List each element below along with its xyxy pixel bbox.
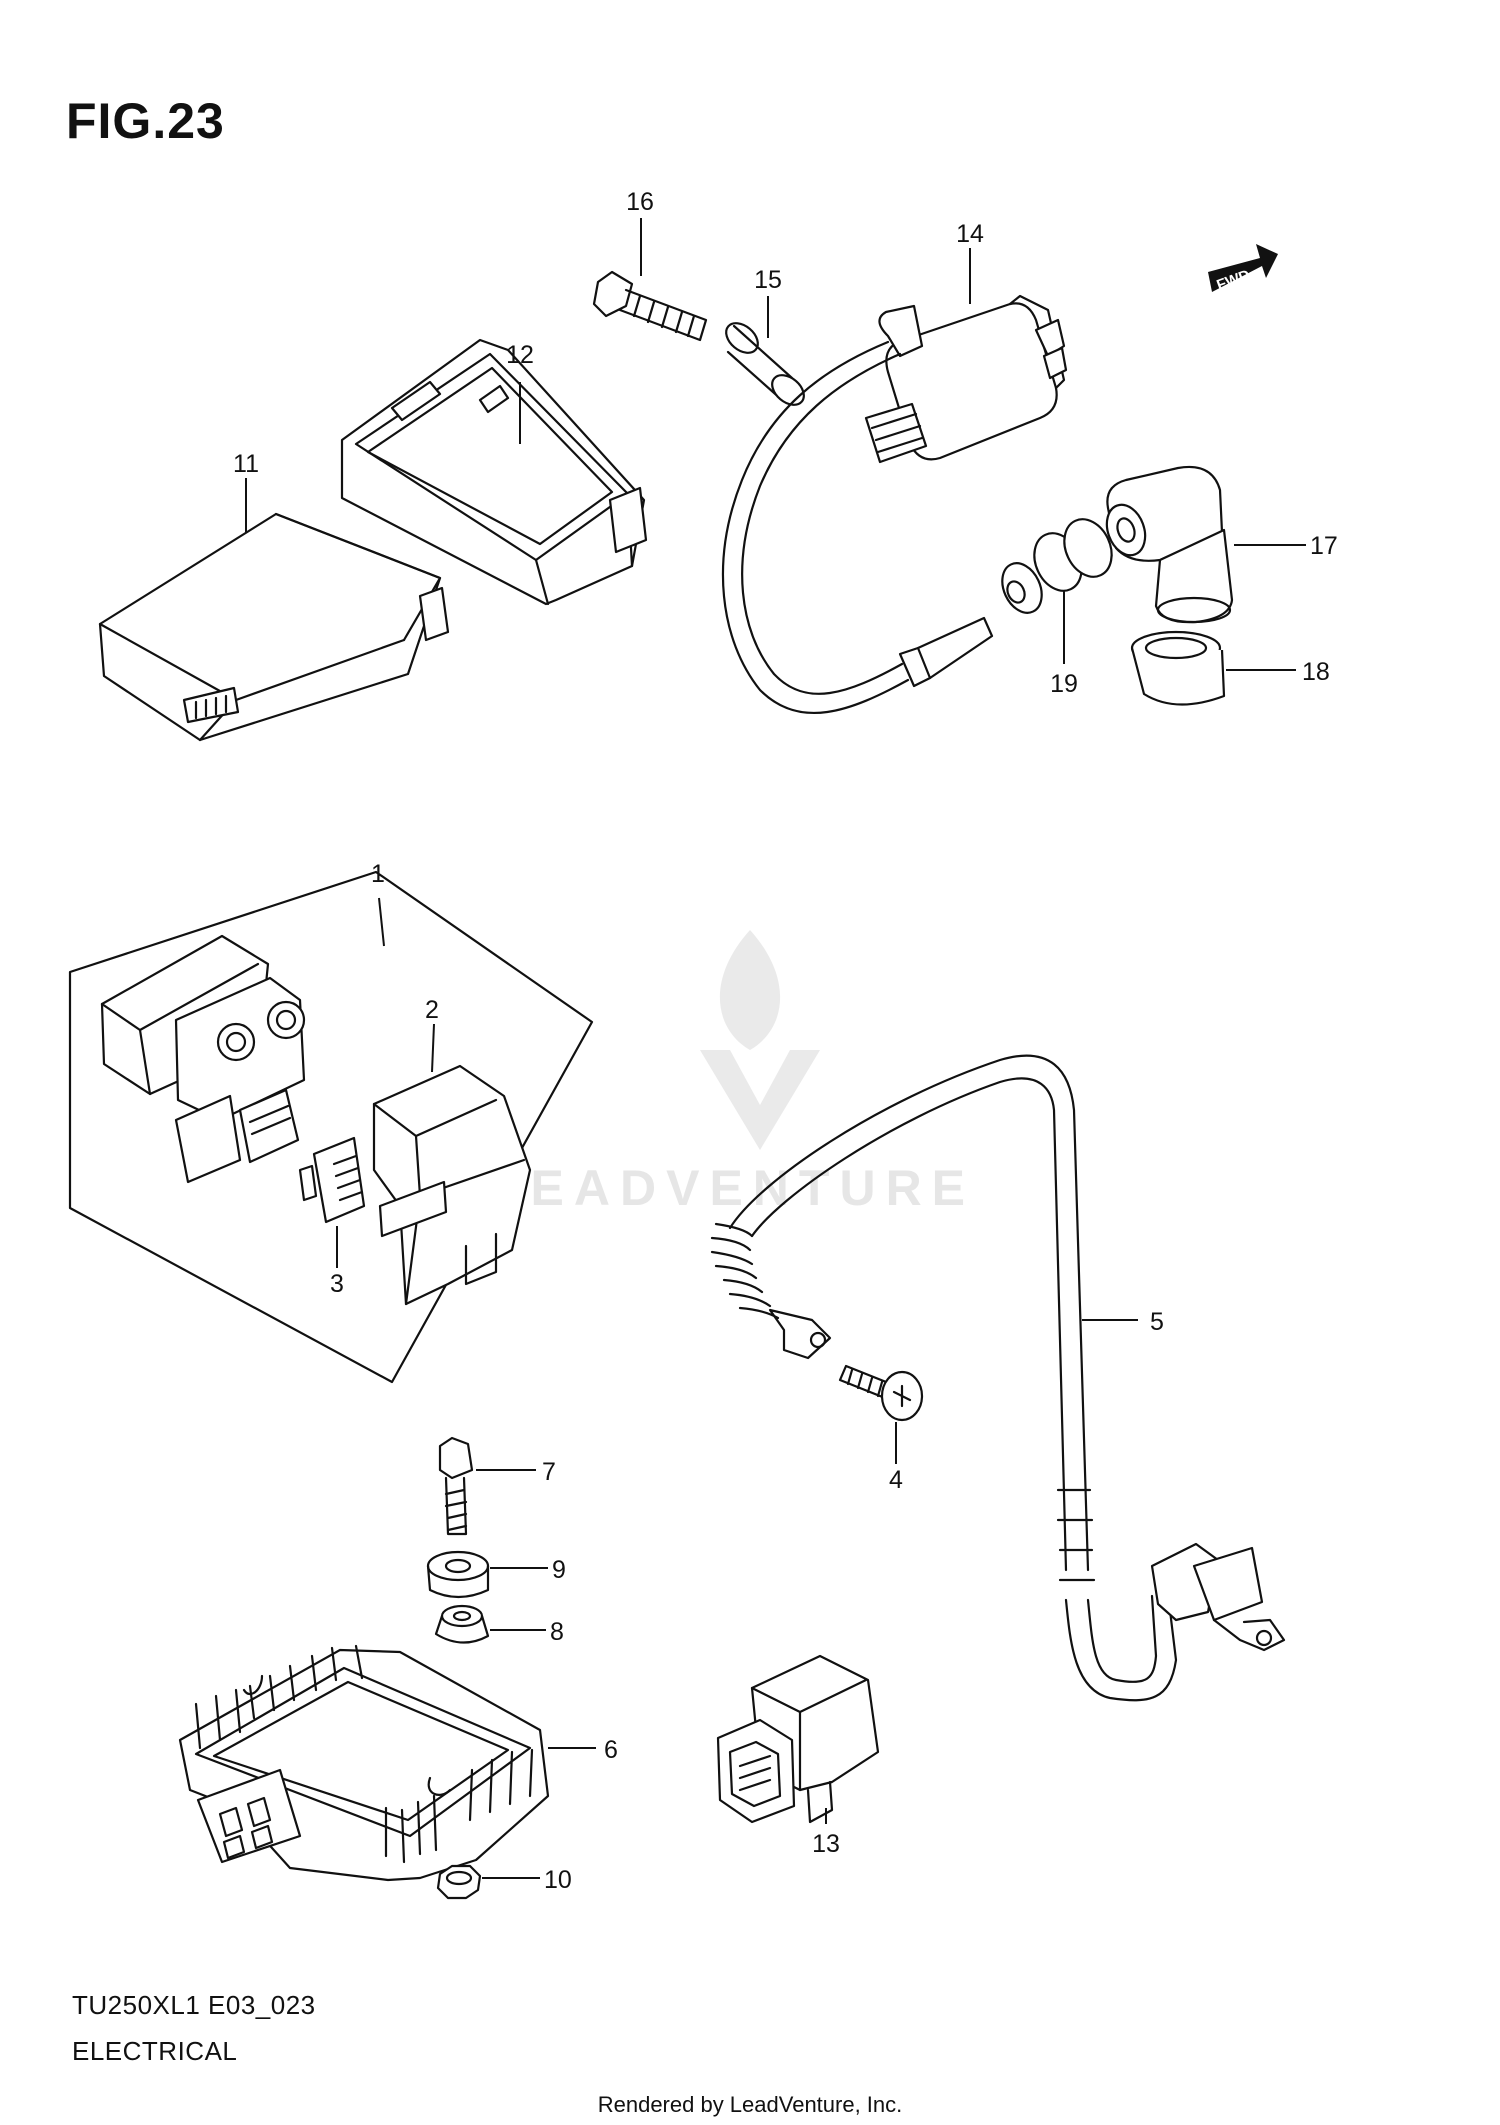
part-14-ignition-coil bbox=[864, 294, 1068, 464]
callout-19: 19 bbox=[1050, 670, 1078, 698]
rendered-by-credit: Rendered by LeadVenture, Inc. bbox=[597, 2092, 903, 2117]
part-4-screw bbox=[838, 1364, 924, 1422]
part-8-collar bbox=[434, 1604, 490, 1644]
part-18-cover bbox=[1130, 630, 1226, 706]
part-11-ecm bbox=[98, 512, 450, 742]
part-9-grommet bbox=[426, 1550, 490, 1599]
watermark-logo: LEADVENTURE bbox=[490, 930, 975, 1216]
callout-1: 1 bbox=[371, 860, 385, 888]
part-7-bolt bbox=[438, 1436, 474, 1536]
model-code: TU250XL1 E03_023 bbox=[72, 1990, 316, 2020]
part-19-grommet bbox=[1001, 518, 1113, 614]
part-12-case bbox=[340, 338, 648, 606]
callout-11: 11 bbox=[233, 450, 259, 478]
part-16-bolt bbox=[592, 270, 708, 342]
callout-16: 16 bbox=[626, 188, 654, 216]
callout-5: 5 bbox=[1150, 1308, 1164, 1336]
callout-4: 4 bbox=[889, 1466, 903, 1494]
part-14-cable bbox=[721, 340, 994, 715]
callout-18: 18 bbox=[1302, 658, 1330, 686]
callout-15: 15 bbox=[754, 266, 782, 294]
callout-14: 14 bbox=[956, 220, 984, 248]
part-17-plug-cap bbox=[1105, 465, 1234, 624]
part-3-fuse bbox=[298, 1136, 366, 1224]
part-2-fuse-box-cover bbox=[372, 1064, 532, 1306]
part-10-nut bbox=[436, 1864, 482, 1900]
part-15-sleeve bbox=[725, 322, 805, 406]
watermark-text: LEADVENTURE bbox=[490, 1160, 975, 1216]
callout-8: 8 bbox=[550, 1618, 564, 1646]
callout-10: 10 bbox=[544, 1866, 572, 1894]
part-5-harness bbox=[710, 1054, 1286, 1702]
callout-7: 7 bbox=[542, 1458, 556, 1486]
section-name: ELECTRICAL bbox=[72, 2036, 238, 2066]
fwd-arrow-icon: FWD bbox=[1208, 244, 1278, 294]
callout-12: 12 bbox=[506, 341, 534, 369]
callout-3: 3 bbox=[330, 1270, 344, 1298]
callout-2: 2 bbox=[425, 996, 439, 1024]
part-13-connector bbox=[716, 1654, 880, 1824]
part-6-regulator-rectifier bbox=[178, 1644, 550, 1882]
callout-9: 9 bbox=[552, 1556, 566, 1584]
callout-13: 13 bbox=[812, 1830, 840, 1858]
part-1-relay bbox=[100, 934, 306, 1184]
callout-6: 6 bbox=[604, 1736, 618, 1764]
figure-title: FIG.23 bbox=[66, 93, 225, 149]
callout-17: 17 bbox=[1310, 532, 1338, 560]
